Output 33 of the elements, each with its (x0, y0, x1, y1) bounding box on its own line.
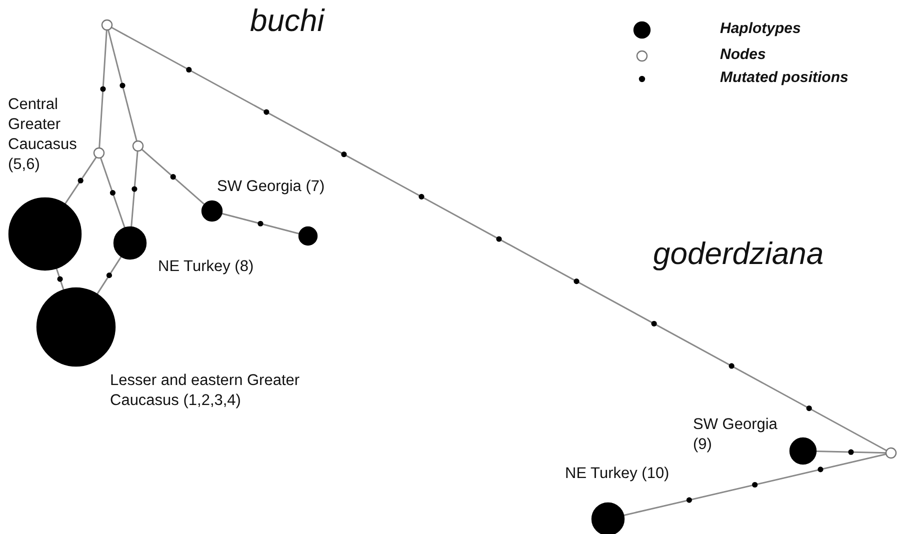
haplotype-circle (8, 197, 82, 271)
haplotype-label: Lesser and eastern Greater Caucasus (1,2,3,4) (110, 371, 301, 411)
legend-label: Haplotypes (720, 20, 801, 37)
haplotype-label: Central Greater Caucasus (5,6) (8, 95, 78, 175)
haplotype-label: SW Georgia (7) (217, 177, 326, 197)
taxon-label: goderdziana (653, 236, 824, 272)
network-line (98, 30, 108, 148)
network-line (64, 156, 97, 204)
haplotype-label: NE Turkey (10) (565, 464, 670, 484)
haplotype-circle (298, 226, 318, 246)
network-line (96, 256, 122, 295)
median-node-circle (101, 19, 113, 31)
median-node-circle (132, 140, 144, 152)
network-line (56, 268, 64, 290)
legend-label: Nodes (720, 46, 766, 63)
network-line (221, 212, 300, 234)
haplotype-circle (36, 287, 116, 367)
median-node-circle (93, 147, 105, 159)
network-line (130, 150, 138, 228)
haplotype-circle (201, 200, 223, 222)
network-line (141, 148, 205, 205)
median-node-circle (885, 447, 897, 459)
network-line (111, 26, 887, 452)
taxon-label: buchi (250, 3, 324, 39)
network-line (108, 30, 138, 142)
legend-label: Mutated positions (720, 69, 848, 86)
haplotype-circle (789, 437, 817, 465)
network-line (623, 453, 886, 516)
network-line (100, 157, 126, 228)
haplotype-circle (113, 226, 147, 260)
haplotype-label: SW Georgia (9) (693, 415, 778, 455)
network-line (816, 450, 886, 454)
haplotype-label: NE Turkey (8) (158, 257, 255, 277)
